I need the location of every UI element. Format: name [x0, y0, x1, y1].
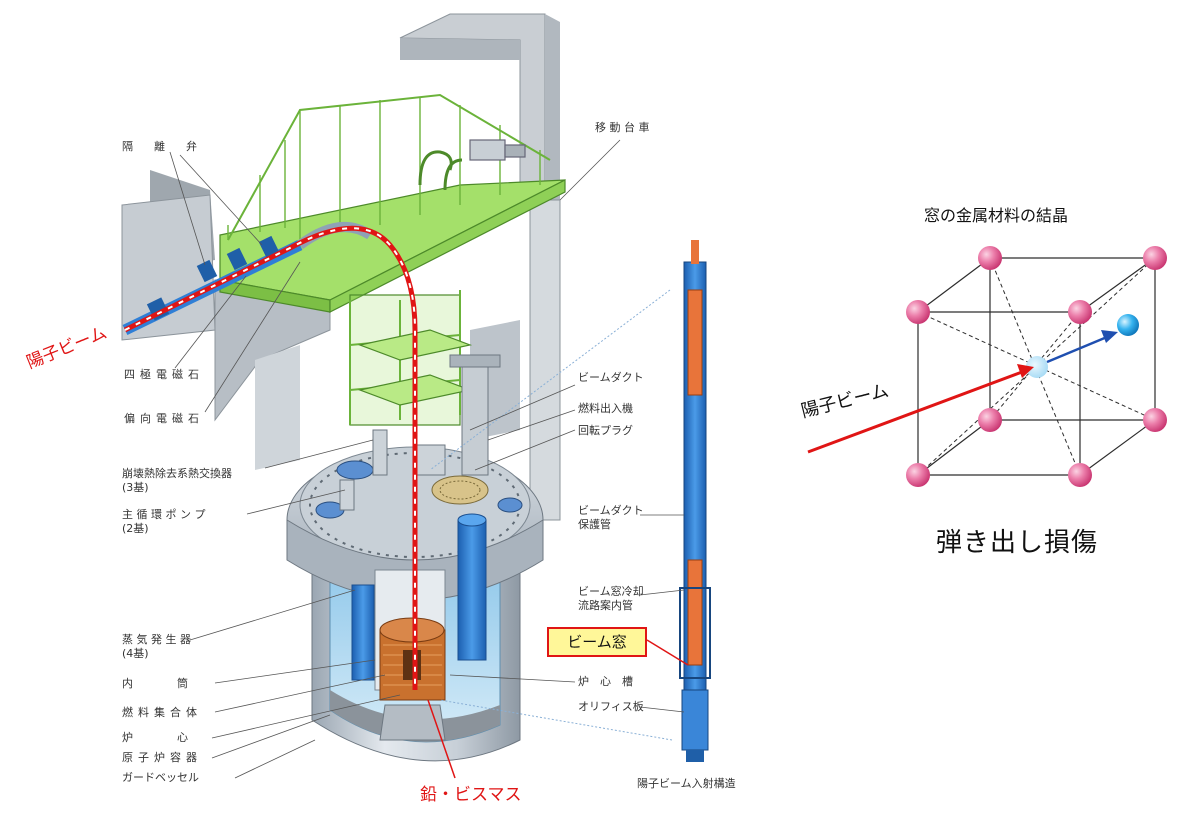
lattice-atom: [1068, 300, 1092, 324]
label-beam-window: ビーム窓: [547, 627, 647, 657]
lattice-atom: [906, 300, 930, 324]
label-core-barrel: 炉 心 槽: [578, 675, 633, 688]
crystal-title: 窓の金属材料の結晶: [924, 206, 1069, 225]
lattice-atom: [978, 408, 1002, 432]
crystal-arrows: [807, 330, 1118, 454]
label-fuel-assembly: 燃料集合体: [122, 706, 202, 719]
label-beam-window-cooling: ビーム窓冷却 流路案内管: [578, 585, 644, 612]
lattice-atom: [1068, 463, 1092, 487]
label-guard-vessel: ガードベッセル: [122, 771, 199, 784]
vacancy-atom: [1026, 356, 1048, 378]
label-moving-carriage: 移 動 台 車: [595, 121, 650, 134]
label-reactor-vessel: 原子炉容器: [122, 751, 202, 764]
lattice-atom: [906, 463, 930, 487]
label-fuel-handler: 燃料出入機: [578, 402, 633, 415]
label-beam-injection: 陽子ビーム入射構造: [637, 777, 736, 790]
label-beam-duct: ビームダクト: [578, 371, 644, 384]
label-deflection-magnet: 偏向電磁石: [124, 412, 204, 425]
label-beam-duct-tube: ビームダクト 保護管: [578, 504, 644, 531]
displacement-damage-label: 弾き出し損傷: [936, 528, 1099, 558]
displaced-atom: [1117, 314, 1139, 336]
moving-carriage-platform: [219, 93, 566, 426]
label-inner-cylinder: 内 筒: [122, 677, 188, 690]
lattice-atom: [978, 246, 1002, 270]
lattice-atom: [1143, 246, 1167, 270]
label-core: 炉 心: [122, 731, 188, 744]
label-orifice-plate: オリフィス板: [578, 700, 644, 713]
leader-lines: [169, 139, 689, 779]
label-steam-generator: 蒸 気 発 生 器 (4基): [122, 633, 191, 660]
label-lead-bismuth: 鉛・ビスマス: [420, 785, 522, 805]
lattice-atoms: [906, 246, 1167, 487]
label-isolation-valve: 隔 離 弁: [122, 140, 202, 153]
beam-injection-structure: [429, 240, 711, 762]
label-main-pump: 主 循 環 ポ ン プ (2基): [122, 508, 206, 535]
label-rotating-plug: 回転プラグ: [578, 424, 633, 437]
lattice-atom: [1143, 408, 1167, 432]
label-quadrupole-magnet: 四極電磁石: [124, 368, 204, 381]
label-decay-heat-hx: 崩壊熱除去系熱交換器 (3基): [122, 467, 232, 494]
proton-beam-path: [123, 225, 418, 690]
